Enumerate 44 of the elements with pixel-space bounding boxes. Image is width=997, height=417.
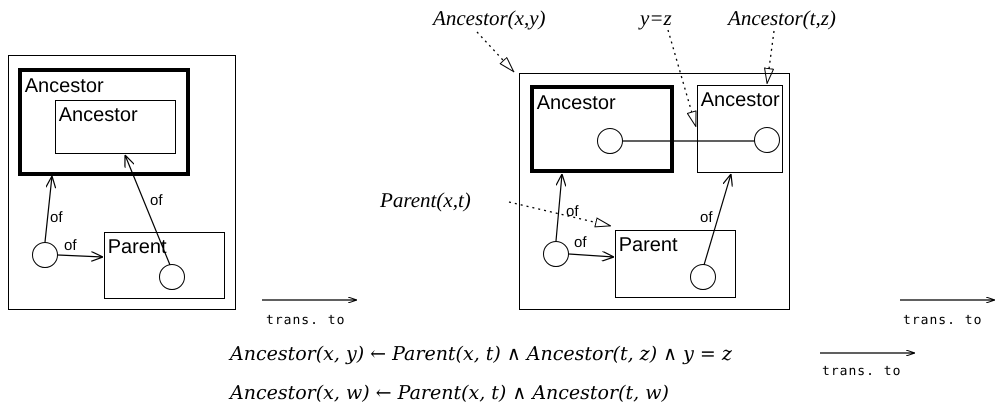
arrow-label: trans. to <box>822 364 902 379</box>
concept-box <box>54 100 176 154</box>
leader-text: Ancestor(x,y) <box>433 6 593 32</box>
arrow <box>703 173 733 266</box>
leader-text: Ancestor(t,z) <box>728 6 884 32</box>
frame-box <box>519 73 790 310</box>
variable-circle <box>596 128 623 154</box>
arrow <box>44 175 56 242</box>
edge-label: of <box>50 210 63 226</box>
arrow <box>58 250 104 262</box>
variable-circle <box>32 242 58 268</box>
concept-label: Parent <box>618 234 678 256</box>
variable-circle <box>754 127 780 154</box>
arrow-label: trans. to <box>266 313 346 328</box>
arrow <box>555 173 566 242</box>
formula-text: Ancestor(x, w) ← Parent(x, t) ∧ Ancestor(t, w) <box>230 381 740 407</box>
edge-label: of <box>700 210 713 226</box>
edge-label: of <box>566 204 579 220</box>
concept-label: Ancestor <box>536 92 616 114</box>
edge-label: of <box>574 235 587 251</box>
edge-label: of <box>150 193 163 209</box>
edge-label: of <box>64 238 77 254</box>
leader-text: Parent(x,t) <box>380 188 508 214</box>
formula-text: Ancestor(x, y) ← Parent(x, t) ∧ Ancestor(t, z) ∧ y = z <box>230 342 790 368</box>
arrow <box>568 250 615 262</box>
connector-line <box>623 140 755 142</box>
leader-line <box>764 30 775 84</box>
arrow-label: trans. to <box>903 313 982 328</box>
variable-circle <box>542 240 569 267</box>
concept-box <box>104 232 225 299</box>
concept-box <box>614 230 736 298</box>
leader-line <box>476 32 514 72</box>
concept-label: Ancestor <box>58 104 138 126</box>
leader-line <box>508 201 612 228</box>
frame-box <box>8 55 236 310</box>
variable-circle <box>159 264 186 290</box>
variable-circle <box>690 264 716 290</box>
concept-label: Ancestor <box>700 88 780 111</box>
concept-box <box>530 84 674 173</box>
leader-text: y=z <box>640 6 690 32</box>
concept-box <box>696 84 783 173</box>
leader-line <box>667 30 697 128</box>
concept-label: Ancestor <box>24 74 104 97</box>
concept-box <box>18 68 190 176</box>
